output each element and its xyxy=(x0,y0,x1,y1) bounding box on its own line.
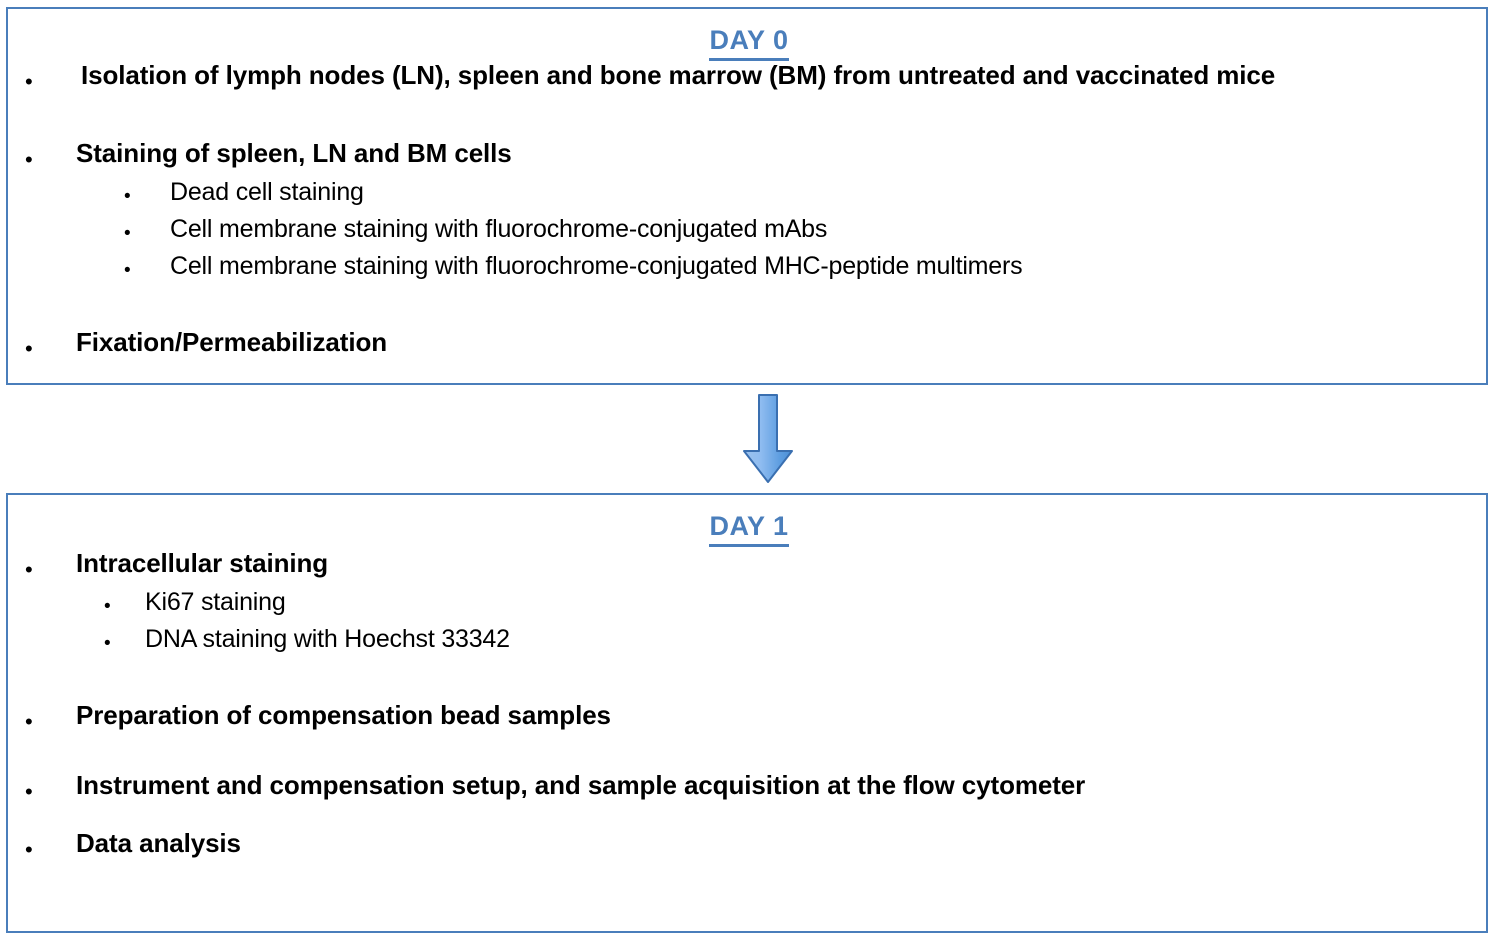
day0-subbullet-dead-cell: • Dead cell staining xyxy=(8,180,1486,217)
day0-title-text: DAY 0 xyxy=(709,25,789,61)
bullet-marker-icon: • xyxy=(124,186,131,207)
bullet-marker-icon: • xyxy=(104,633,111,654)
day1-subbullet-dna: • DNA staining with Hoechst 33342 xyxy=(8,627,1486,664)
day0-bullet-staining: • Staining of spleen, LN and BM cells xyxy=(8,140,1486,180)
day1-bullet-instrument: • Instrument and compensation setup, and… xyxy=(8,772,1486,812)
day0-subbullet-multimers: • Cell membrane staining with fluorochro… xyxy=(8,254,1486,291)
day0-box: DAY 0 • Isolation of lymph nodes (LN), s… xyxy=(6,7,1488,385)
day0-bullet-fixation: • Fixation/Permeabilization xyxy=(8,329,1486,369)
bullet-marker-icon: • xyxy=(124,223,131,244)
day0-bullet-isolation: • Isolation of lymph nodes (LN), spleen … xyxy=(8,62,1486,102)
bullet-marker-icon: • xyxy=(124,260,131,281)
bullet-marker-icon: • xyxy=(25,709,33,734)
bullet-marker-icon: • xyxy=(25,837,33,862)
spacer xyxy=(8,291,1486,329)
day1-bullet-list: • Intracellular staining • Ki67 staining… xyxy=(8,550,1486,870)
day0-bullet-isolation-text: Isolation of lymph nodes (LN), spleen an… xyxy=(81,60,1276,90)
down-arrow-icon xyxy=(743,394,793,483)
day1-subbullet-dna-text: DNA staining with Hoechst 33342 xyxy=(145,625,510,653)
spacer xyxy=(8,742,1486,772)
day1-bullet-intracellular: • Intracellular staining xyxy=(8,550,1486,590)
day1-bullet-intracellular-text: Intracellular staining xyxy=(76,548,329,578)
bullet-marker-icon: • xyxy=(25,147,33,172)
day0-bullet-staining-text: Staining of spleen, LN and BM cells xyxy=(76,138,512,168)
day1-subbullet-ki67-text: Ki67 staining xyxy=(145,588,286,616)
day1-title-text: DAY 1 xyxy=(709,511,789,547)
day0-subbullet-mabs-text: Cell membrane staining with fluorochrome… xyxy=(170,215,828,243)
day0-subbullet-multimers-text: Cell membrane staining with fluorochrome… xyxy=(170,252,1023,280)
bullet-marker-icon: • xyxy=(104,596,111,617)
bullet-marker-icon: • xyxy=(25,69,33,94)
day1-bullet-beads: • Preparation of compensation bead sampl… xyxy=(8,702,1486,742)
day0-subbullet-mabs: • Cell membrane staining with fluorochro… xyxy=(8,217,1486,254)
day1-bullet-beads-text: Preparation of compensation bead samples xyxy=(76,700,611,730)
day1-bullet-analysis-text: Data analysis xyxy=(76,828,241,858)
day1-bullet-analysis: • Data analysis xyxy=(8,830,1486,870)
day0-title: DAY 0 xyxy=(8,25,1490,61)
day1-box: DAY 1 • Intracellular staining • Ki67 st… xyxy=(6,493,1488,933)
spacer xyxy=(8,664,1486,702)
day0-bullet-list: • Isolation of lymph nodes (LN), spleen … xyxy=(8,62,1486,369)
spacer xyxy=(8,102,1486,140)
bullet-marker-icon: • xyxy=(25,336,33,361)
day0-bullet-fixation-text: Fixation/Permeabilization xyxy=(76,327,388,357)
day0-subbullet-dead-cell-text: Dead cell staining xyxy=(170,178,364,206)
day1-title: DAY 1 xyxy=(8,511,1490,547)
bullet-marker-icon: • xyxy=(25,557,33,582)
day1-bullet-instrument-text: Instrument and compensation setup, and s… xyxy=(76,770,1086,800)
day1-subbullet-ki67: • Ki67 staining xyxy=(8,590,1486,627)
bullet-marker-icon: • xyxy=(25,779,33,804)
